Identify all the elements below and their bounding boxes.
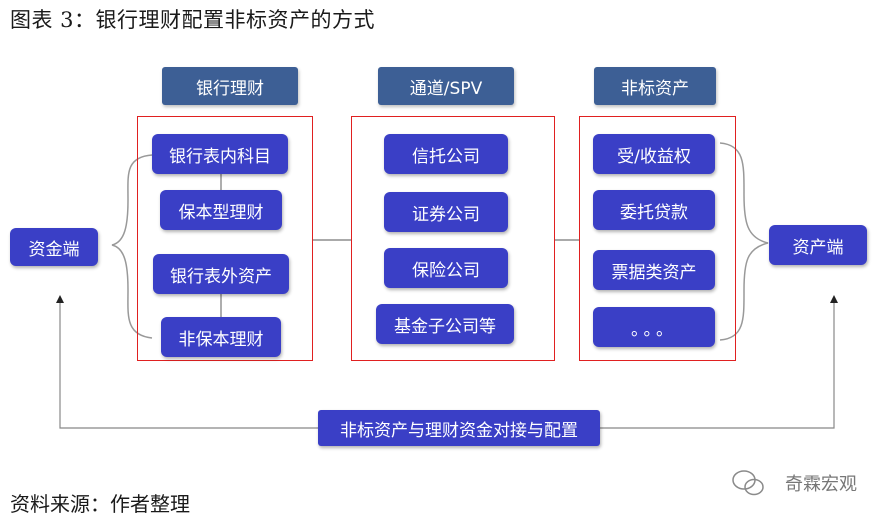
loop-left [59,300,318,429]
right-brace [719,142,769,341]
arrow-up-left-icon [56,295,64,303]
asset-item: 票据类资产 [593,250,715,290]
channel-frame [351,116,555,361]
header-nonstandard-assets: 非标资产 [594,67,716,105]
arrow-up-right-icon [830,295,838,303]
bank-item: 非保本理财 [161,317,281,357]
asset-frame [579,116,736,361]
matching-bar: 非标资产与理财资金对接与配置 [318,410,600,446]
asset-item-ellipsis: 。。。 [593,307,715,347]
asset-item: 受/收益权 [593,134,715,174]
left-brace [111,154,153,339]
wechat-icon [732,470,764,496]
bank-item: 银行表外资产 [153,254,289,294]
asset-item: 委托贷款 [593,190,715,230]
source-note: 资料来源：作者整理 [10,492,190,516]
watermark-text: 奇霖宏观 [785,474,857,495]
figure-title: 图表 3：银行理财配置非标资产的方式 [10,8,376,32]
capital-side-node: 资金端 [10,228,98,266]
header-channel: 通道/SPV [378,67,514,105]
bank-item: 银行表内科目 [152,134,288,174]
loop-right [600,300,835,429]
bank-item: 保本型理财 [160,190,282,230]
channel-item: 证券公司 [384,192,508,232]
channel-item: 基金子公司等 [376,304,514,344]
bank-frame [137,116,313,361]
header-bank-wealth: 银行理财 [162,67,298,105]
asset-side-node: 资产端 [769,225,867,265]
channel-item: 信托公司 [384,134,508,174]
channel-item: 保险公司 [384,248,508,288]
